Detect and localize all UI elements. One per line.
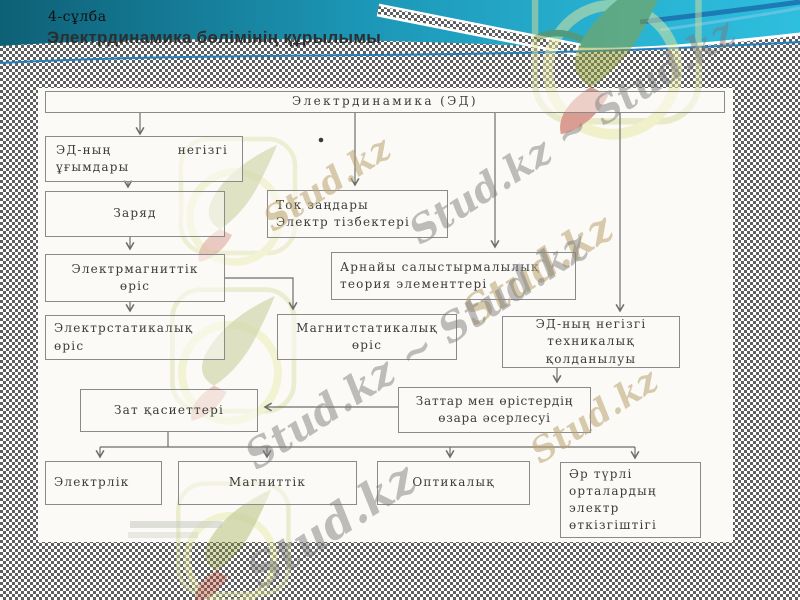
node-elektrdinamika: Электрдинамика (ЭД)	[45, 91, 725, 113]
node-interaction: Заттар мен өрістердің өзара әсерлесуі	[398, 387, 591, 433]
node-optical: Оптикалық	[377, 461, 530, 505]
slide-label: 4-сұлба	[48, 9, 107, 25]
node-conductivity: Әр түрлі орталардың электр өткізгіштігі	[560, 462, 701, 538]
node-current-laws: Ток заңдары Электр тізбектері	[267, 190, 448, 238]
node-ed-concepts: ЭД-ның негізгі ұғымдары	[45, 136, 243, 182]
node-electric: Электрлік	[45, 461, 162, 505]
node-electrostatic-field: Электрстатикалық өріс	[45, 315, 225, 360]
node-charge: Заряд	[45, 191, 225, 237]
node-em-field: Электрмагниттік өріс	[45, 254, 225, 302]
slide-title: Электрдинамика бөлімінің құрылымы	[47, 28, 382, 47]
node-magnetic: Магниттік	[178, 461, 357, 505]
node-matter-properties: Зат қасиеттері	[80, 389, 258, 432]
node-ed-technical: ЭД-ның негізгі техникалық қолданылуы	[502, 316, 680, 368]
node-relativity: Арнайы салыстырмалылық теория элементтер…	[331, 252, 576, 300]
node-magnetostatic-field: Магнитстатикалық өріс	[277, 314, 457, 360]
